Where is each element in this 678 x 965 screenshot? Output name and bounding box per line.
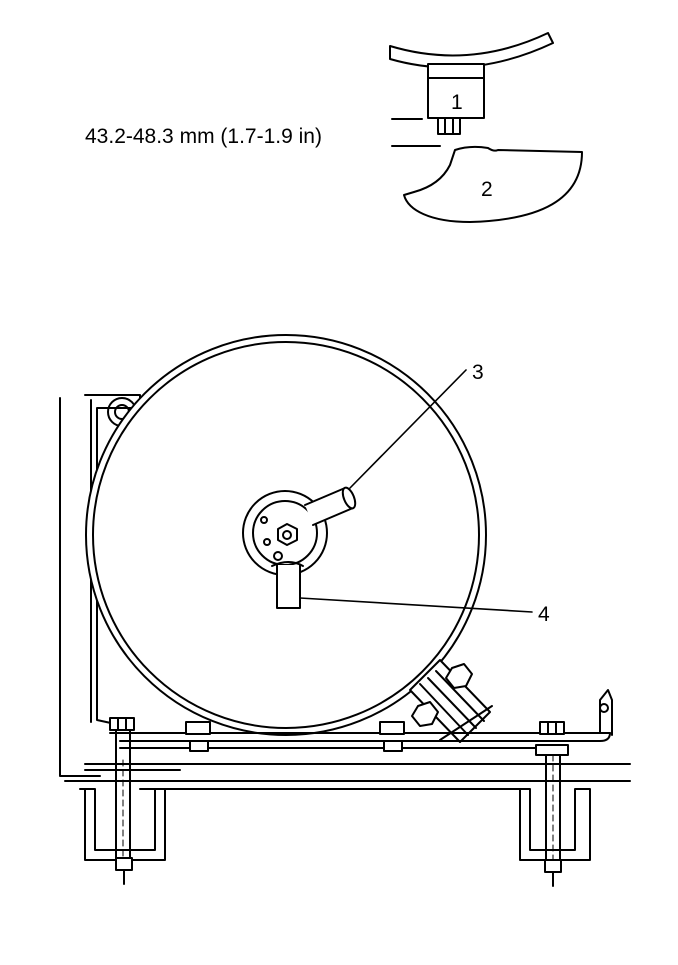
right-mounting-bolt: [535, 721, 569, 887]
left-mounting-bolt: [109, 717, 135, 885]
part-1-stud: [437, 117, 461, 135]
part-2-body: [403, 145, 583, 223]
dimension-label: 43.2-48.3 mm (1.7-1.9 in): [85, 125, 322, 148]
plate-nut-1: [185, 721, 211, 735]
part-4-block: [276, 564, 301, 609]
detail-upper-arc: [389, 32, 554, 69]
left-frame: [59, 397, 101, 777]
callout-4: 4: [538, 603, 550, 626]
mounting-bolt-cluster: [409, 659, 493, 743]
callout-2: 2: [481, 178, 493, 201]
hub-hex-nut: [277, 523, 298, 546]
plate-nut-2: [379, 721, 405, 735]
hub-center: [282, 530, 292, 540]
left-u-channel: [79, 788, 166, 861]
right-u-channel: [514, 788, 591, 861]
callout-1: 1: [451, 91, 463, 114]
callout-3: 3: [472, 361, 484, 384]
leader-4: [299, 597, 533, 613]
left-bracket: [84, 394, 141, 726]
main-view: [59, 334, 631, 887]
detail-view: [389, 32, 583, 223]
large-disc-inner: [92, 341, 480, 729]
leader-3: [349, 369, 467, 489]
